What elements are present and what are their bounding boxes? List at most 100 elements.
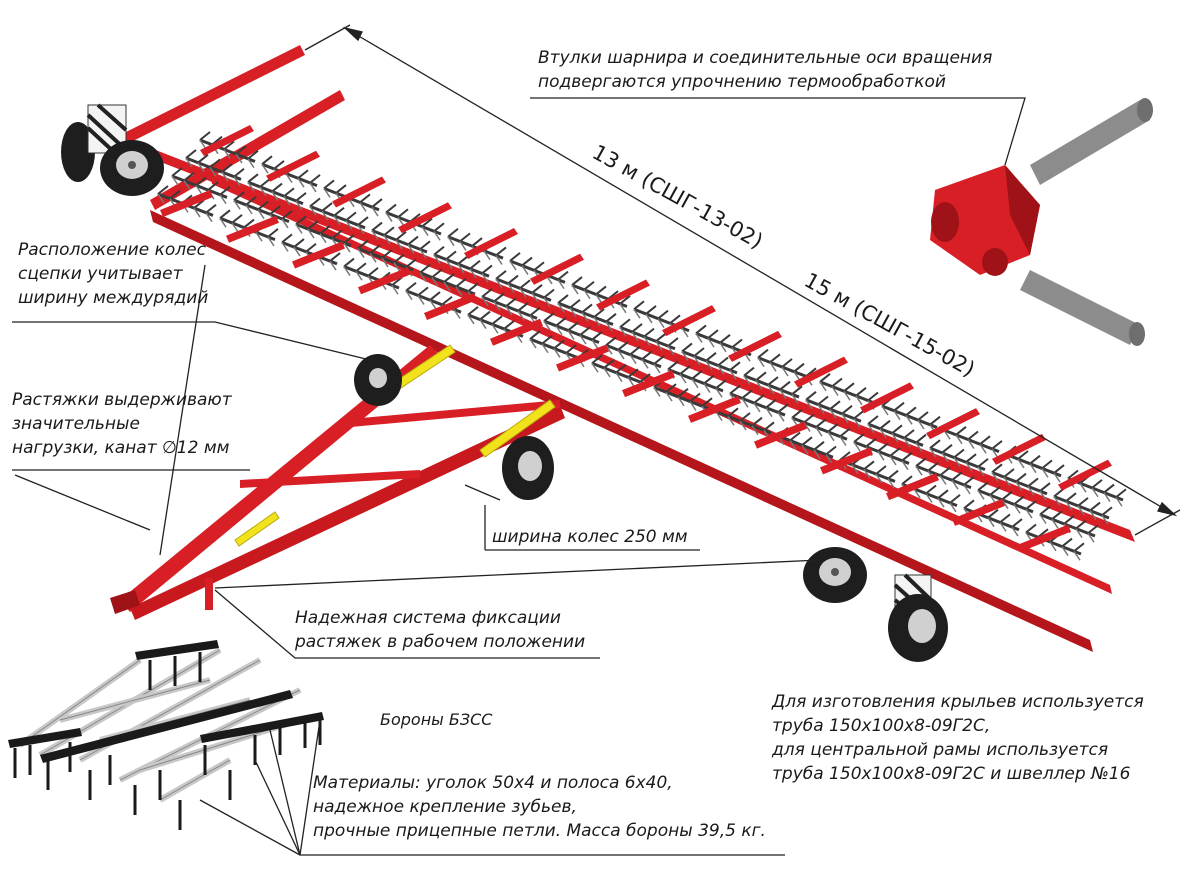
harrow-section [743, 366, 803, 404]
harrow-tooth [653, 363, 661, 374]
harrow-tine [571, 276, 583, 286]
harrow-tooth [979, 443, 987, 454]
harrow-tooth [1101, 514, 1109, 525]
harrow-tooth [791, 393, 799, 404]
harrow-section [433, 245, 493, 283]
harrow-section [543, 312, 603, 350]
axle-pin [1020, 270, 1145, 346]
drawbar-right-arm [130, 405, 565, 620]
harrow-tine [429, 291, 441, 301]
materials-leader-4 [299, 719, 321, 856]
harrow-bar [1025, 531, 1082, 556]
harrow-section [881, 397, 941, 435]
harrow-tooth [297, 177, 305, 188]
harrow-tine [617, 341, 629, 351]
harrow-tooth [553, 348, 561, 358]
wheels [61, 103, 948, 662]
harrow-tine [405, 281, 417, 292]
harrow-tine [221, 163, 233, 173]
harrow-tooth [695, 333, 703, 343]
harrow-tooth [817, 404, 825, 414]
harrow-tine [1061, 537, 1073, 548]
harrow-tooth [691, 378, 699, 389]
harrow-tooth [1039, 490, 1047, 501]
harrow-tooth [591, 362, 599, 373]
harrow-tooth [1103, 492, 1111, 502]
harrow-tine [1101, 506, 1113, 517]
crossbar [1018, 524, 1071, 552]
harrow-tooth [689, 401, 697, 411]
harrow-tooth [1115, 496, 1123, 507]
harrow-tine [593, 308, 605, 318]
harrow-tooth [329, 260, 337, 271]
harrow-tine [405, 258, 417, 269]
axle-pin [1030, 98, 1153, 185]
crossbar [1058, 459, 1112, 491]
harrow-tooth [653, 387, 661, 397]
harrow-tooth [1025, 508, 1033, 519]
harrow-tine [491, 315, 503, 326]
harrow-tooth [1089, 510, 1097, 520]
bzss-frame-edge [59, 679, 211, 721]
bzss-right-bar [200, 712, 324, 743]
hinge-line-1: Втулки шарнира и соединительные оси вращ… [538, 48, 993, 68]
harrow-tine [953, 448, 965, 459]
harrow-tooth [157, 193, 165, 204]
harrow-tine [533, 261, 545, 272]
harrow-tine [815, 418, 827, 428]
extension-line [304, 24, 351, 51]
harrow-tooth [753, 402, 761, 413]
harrow-tooth [281, 241, 289, 252]
harrow-tooth [259, 186, 267, 197]
harrow-tine [397, 208, 409, 219]
harrow-tine [205, 203, 217, 214]
harrow-tooth [949, 502, 957, 513]
harrow-tine [629, 345, 641, 356]
harrow-tine [309, 197, 321, 208]
harrow-tooth [295, 200, 303, 211]
harrow-tine [903, 429, 915, 439]
harrow-section [371, 221, 431, 259]
harrow-tooth [493, 301, 501, 311]
harrow-tine [309, 174, 321, 184]
harrow-tine [579, 326, 591, 336]
harrow-tooth [643, 336, 651, 347]
harrow-tooth [261, 163, 269, 174]
harrow-tooth [359, 201, 367, 212]
harrow-bar [357, 247, 414, 272]
harrow-tine [755, 371, 767, 382]
back-wing-frame [120, 45, 345, 210]
harrow-tooth [233, 199, 241, 210]
harrow-tine [329, 252, 341, 262]
harrow-tine [335, 184, 347, 194]
crossbar [728, 330, 782, 362]
harrow-tooth [1013, 503, 1021, 514]
harrow-tooth [755, 379, 763, 390]
harrow-bar [481, 295, 538, 320]
harrow-section [557, 294, 617, 332]
harrow-tooth [355, 270, 363, 281]
harrow-bar [819, 380, 876, 405]
crossbar [886, 473, 939, 501]
harrow-tine [751, 416, 763, 427]
harrow-tooth [667, 345, 675, 356]
harrow-tine [779, 380, 791, 391]
harrow-tine [531, 284, 543, 294]
harrow-tooth [839, 436, 847, 446]
harrow-tine [407, 235, 419, 246]
harrow-bar [495, 277, 552, 302]
harrow-tooth [557, 279, 565, 290]
harrow-tooth [937, 497, 945, 508]
harrow-tooth [729, 369, 737, 380]
wing-crossbars [160, 125, 1112, 552]
harrow-tine [879, 419, 891, 430]
harrow-bar [171, 174, 228, 199]
harrow-tine [967, 430, 979, 441]
harrow-tooth [593, 316, 601, 327]
harrow-tooth [805, 399, 813, 410]
harrow-tooth [543, 297, 551, 308]
harrow-tooth [519, 287, 527, 298]
harrow-tine [825, 445, 837, 456]
harrow-tine [367, 267, 379, 277]
